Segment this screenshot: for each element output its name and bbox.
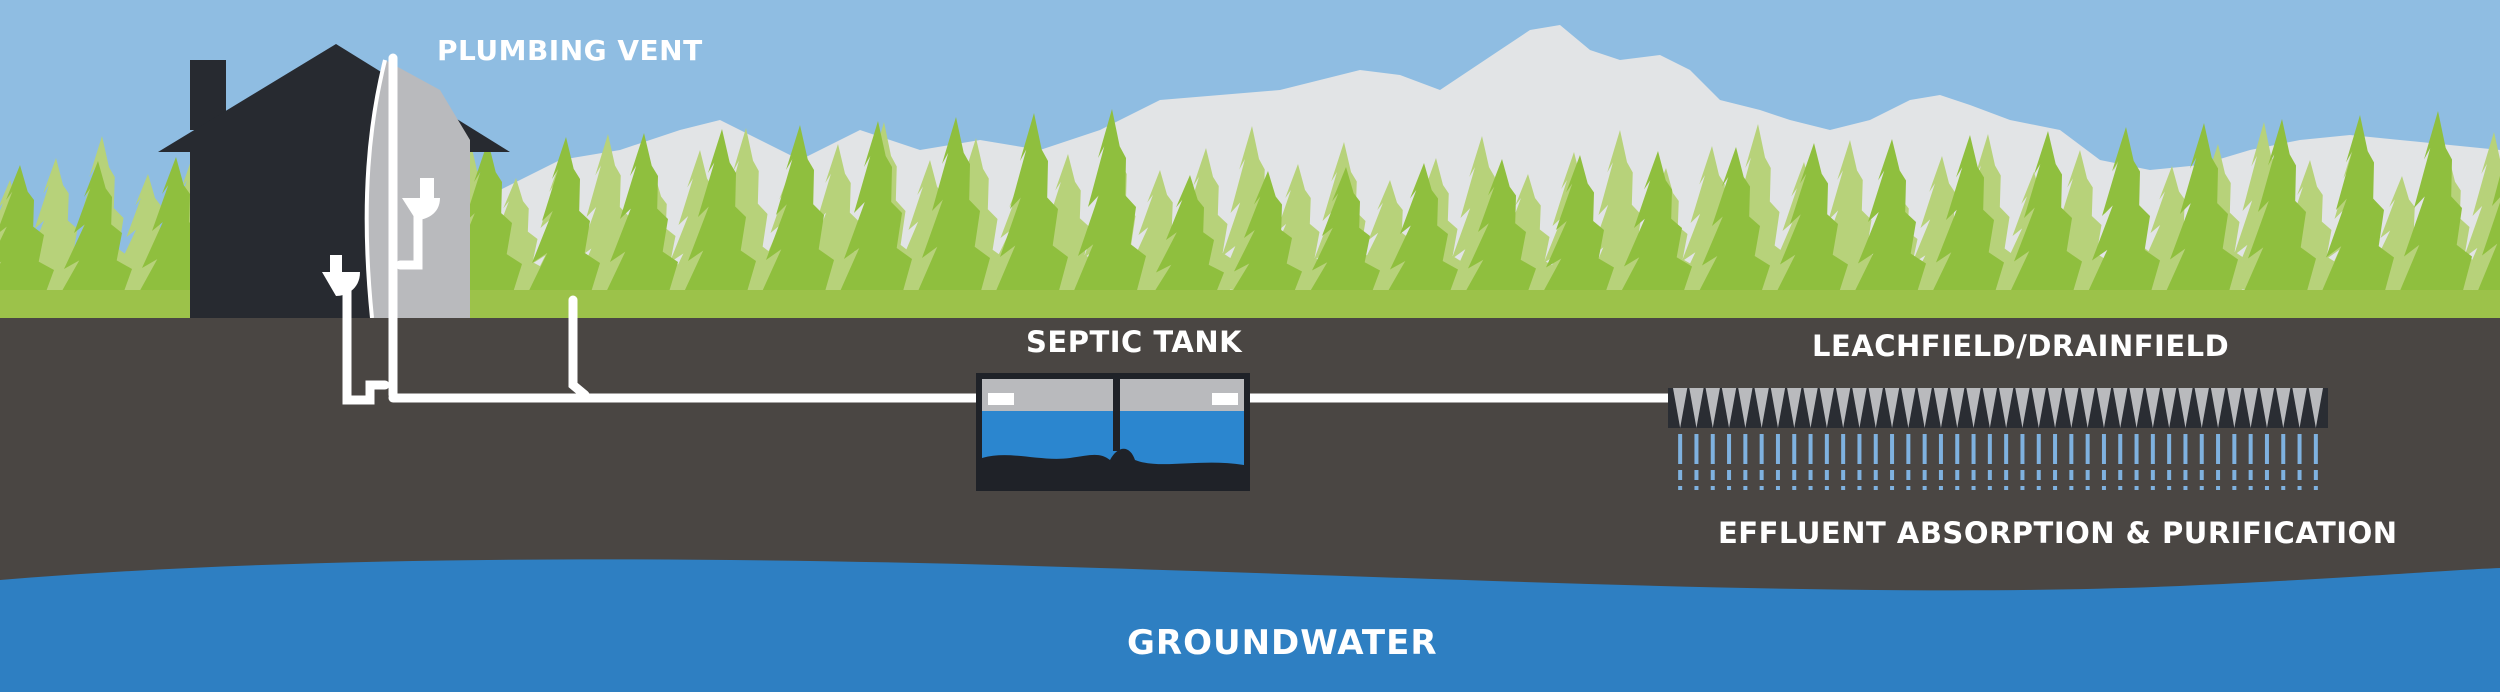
gravel-cone (2080, 388, 2095, 428)
gravel-cone (1982, 388, 1997, 428)
tank-inlet (988, 393, 1014, 405)
effluent-label: EFFLUENT ABSORPTION & PURIFICATION (1718, 516, 2398, 550)
pine-tree (1536, 155, 1624, 305)
gravel-cone (1836, 388, 1851, 428)
gravel-cone (1689, 388, 1704, 428)
gravel-cone (1868, 388, 1883, 428)
gravel-cone (2210, 388, 2226, 428)
gravel-cone (1787, 388, 1802, 428)
house-cutaway-edge (364, 59, 387, 319)
pine-tree (756, 125, 844, 305)
gravel-cone (2113, 388, 2128, 428)
gravel-cone (1770, 388, 1786, 428)
pine-tree (1068, 109, 1156, 305)
tank-sludge (982, 448, 1244, 485)
gravel-cone (2129, 388, 2144, 428)
gravel-cone (1901, 388, 1916, 428)
groundwater-label: GROUNDWATER (1127, 623, 1438, 663)
gravel-cone (1852, 388, 1867, 428)
gravel-cone (1999, 388, 2014, 428)
pine-tree (834, 121, 922, 305)
pine-tree (54, 161, 142, 305)
gravel-cone (2276, 388, 2291, 428)
pine-tree (2082, 127, 2170, 305)
pine-tree (2238, 119, 2326, 305)
gravel-cone (1721, 388, 1737, 428)
gravel-cone (1673, 388, 1688, 428)
pine-tree (1458, 159, 1546, 305)
gravel-cone (2308, 388, 2323, 428)
cleanout-riser (568, 295, 590, 400)
gravel-cone (2015, 388, 2030, 428)
plumbing-vent-label: PLUMBING VENT (437, 34, 703, 67)
upper-toilet-branch (395, 200, 423, 270)
gravel-cone (2259, 388, 2275, 428)
gravel-cone (1803, 388, 1818, 428)
septic-tank (976, 373, 1250, 491)
gravel-cone (1754, 388, 1769, 428)
toilet-drain-pipe (342, 280, 390, 405)
tank-baffle (1113, 379, 1120, 451)
pine-tree (522, 137, 610, 305)
pine-tree (2160, 123, 2248, 305)
leachfield-gravel (1673, 388, 2323, 428)
pine-tree (2394, 111, 2482, 305)
pine-tree (1614, 151, 1702, 305)
toilet-upper (402, 178, 440, 220)
tank-outlet (1212, 393, 1238, 405)
pine-tree (2472, 175, 2500, 305)
pine-tree (1692, 147, 1780, 305)
pine-tree (1224, 171, 1312, 305)
gravel-cone (2047, 388, 2063, 428)
gravel-cone (1705, 388, 1720, 428)
groundwater-layer (0, 559, 2500, 692)
gravel-cone (1933, 388, 1949, 428)
pine-tree (2316, 115, 2404, 305)
pine-tree (1848, 139, 1936, 305)
gravel-cone (1966, 388, 1981, 428)
gravel-cone (1917, 388, 1932, 428)
pine-tree (912, 117, 1000, 305)
pine-tree (600, 133, 688, 305)
gravel-cone (2162, 388, 2177, 428)
septic-tank-label: SEPTIC TANK (1026, 325, 1243, 359)
pine-tree (1926, 135, 2014, 305)
pine-tree (1146, 175, 1234, 305)
pine-tree (0, 165, 64, 305)
gravel-cone (2227, 388, 2242, 428)
gravel-cone (2194, 388, 2209, 428)
gravel-cone (1819, 388, 1834, 428)
gravel-cone (1738, 388, 1753, 428)
pine-tree (678, 129, 766, 305)
pine-tree (1380, 163, 1468, 305)
gravel-cone (1884, 388, 1900, 428)
pine-tree (2004, 131, 2092, 305)
gravel-cone (2292, 388, 2307, 428)
effluent-drips (1678, 434, 2318, 490)
gravel-cone (1950, 388, 1965, 428)
leachfield (1668, 388, 2328, 490)
plumbing-pipes (342, 53, 1677, 405)
gravel-cone (2145, 388, 2160, 428)
pine-tree (2455, 132, 2500, 300)
toilet-lower (322, 255, 360, 296)
gravel-cone (2096, 388, 2112, 428)
gravel-cone (2064, 388, 2079, 428)
pine-tree (990, 113, 1078, 305)
pine-tree (1770, 143, 1858, 305)
leachfield-label: LEACHFIELD/DRAINFIELD (1812, 329, 2230, 363)
gravel-cone (2031, 388, 2046, 428)
gravel-cone (2243, 388, 2258, 428)
gravel-cone (2178, 388, 2193, 428)
pine-tree (1302, 167, 1390, 305)
